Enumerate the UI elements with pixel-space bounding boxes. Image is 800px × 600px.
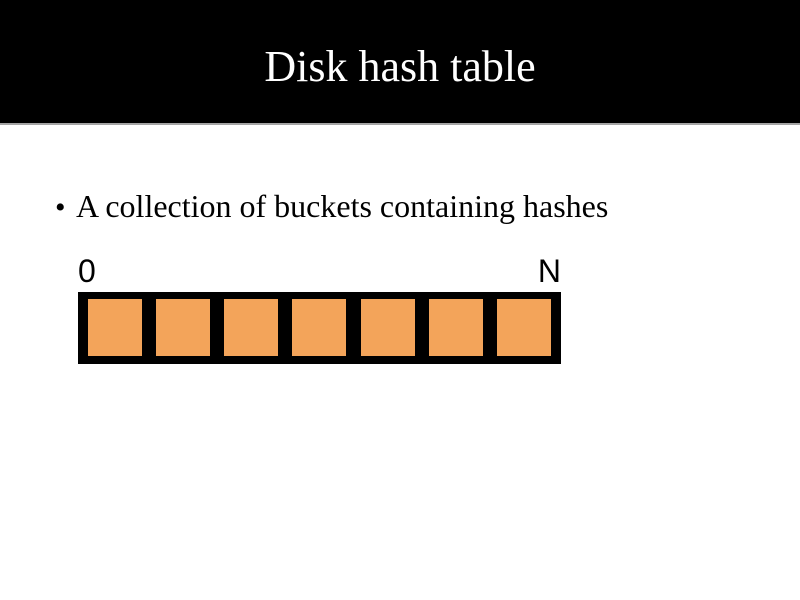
bucket-cell — [88, 299, 142, 356]
bullet-marker: • — [55, 191, 66, 224]
bucket-cell — [292, 299, 347, 356]
bucket-cell — [360, 299, 415, 356]
bucket-bar — [78, 292, 561, 364]
bucket-cell — [224, 299, 279, 356]
slide-header: Disk hash table — [0, 0, 800, 123]
header-divider — [0, 123, 800, 125]
index-label-start: 0 — [78, 253, 96, 289]
bucket-cell — [428, 299, 483, 356]
bullet-item: • A collection of buckets containing hash… — [55, 187, 755, 226]
hash-index-labels: 0 N — [78, 255, 561, 287]
slide-title: Disk hash table — [264, 42, 536, 91]
bullet-text: A collection of buckets containing hashe… — [76, 188, 609, 224]
index-label-end: N — [537, 253, 561, 289]
bucket-cell — [156, 299, 211, 356]
bucket-cell — [496, 299, 551, 356]
